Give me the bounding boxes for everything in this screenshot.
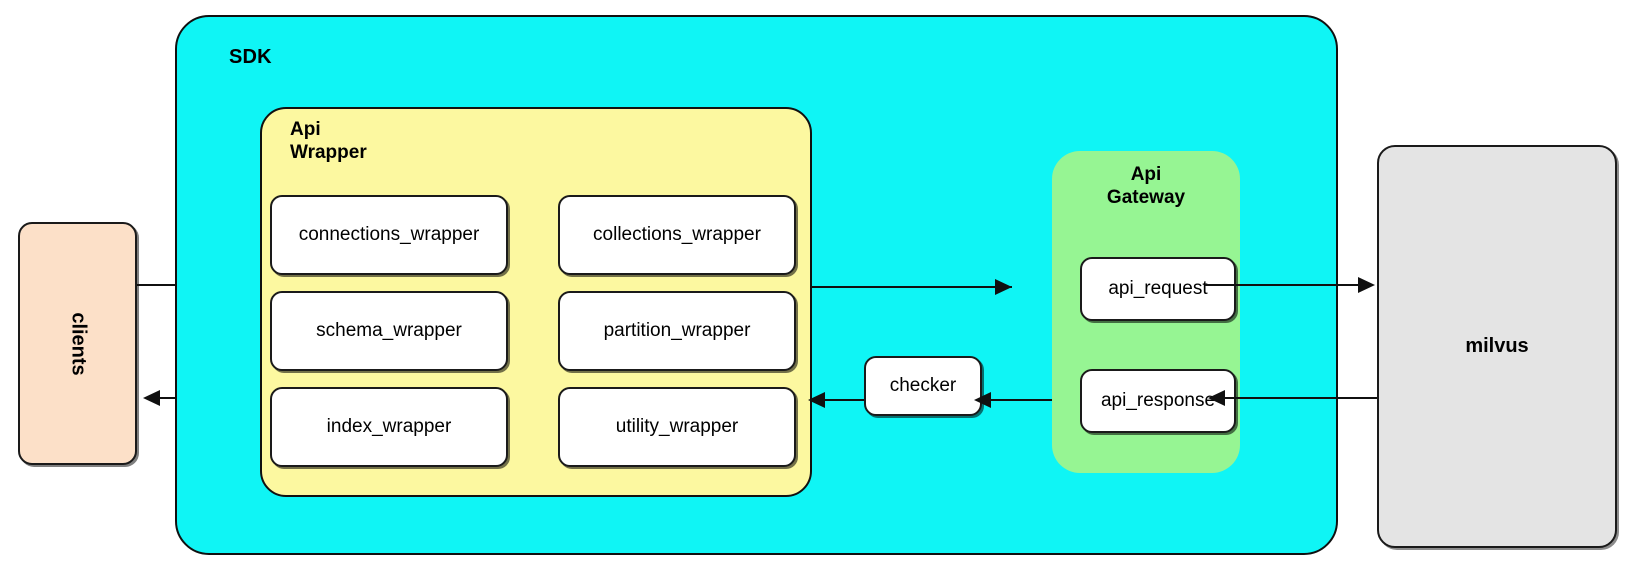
card-collections-wrapper[interactable]: collections_wrapper [558,195,796,275]
arrowhead-api-wrapper-to-api-gateway [995,279,1012,295]
card-schema-wrapper[interactable]: schema_wrapper [270,291,508,371]
arrowhead-checker-to-api-wrapper [808,392,825,408]
connector-api-request-to-milvus [1205,284,1373,286]
arrowhead-milvus-to-api-response [1208,390,1225,406]
card-utility-wrapper[interactable]: utility_wrapper [558,387,796,467]
card-label: partition_wrapper [603,320,751,341]
api-gateway-container: Api Gateway api_request api_response [1052,151,1240,473]
card-label: api_response [1100,390,1216,411]
card-index-wrapper[interactable]: index_wrapper [270,387,508,467]
arrowhead-api-response-to-checker [974,392,991,408]
card-connections-wrapper[interactable]: connections_wrapper [270,195,508,275]
card-label: connections_wrapper [298,224,480,245]
connector-checker-to-api-wrapper [812,399,868,401]
card-partition-wrapper[interactable]: partition_wrapper [558,291,796,371]
checker-node[interactable]: checker [864,356,982,416]
arrowhead-api-wrapper-to-clients [143,390,160,406]
milvus-label: milvus [1465,335,1529,357]
clients-node[interactable]: clients [18,222,137,465]
card-label: api_request [1108,278,1208,299]
sdk-label: SDK [229,46,272,68]
card-label: schema_wrapper [316,320,462,341]
clients-label: clients [67,311,89,376]
arrowhead-api-request-to-milvus [1358,277,1375,293]
card-label: utility_wrapper [615,416,739,437]
connector-api-wrapper-to-api-gateway [812,286,1012,288]
api-gateway-label: Api Gateway [1106,164,1186,209]
connector-milvus-to-api-response [1223,397,1377,399]
milvus-node[interactable]: milvus [1377,145,1617,548]
api-wrapper-container: Api Wrapper connections_wrapper collecti… [260,107,812,497]
card-api-request[interactable]: api_request [1080,257,1236,321]
checker-label: checker [889,375,957,396]
api-wrapper-label: Api Wrapper [290,119,367,164]
card-label: index_wrapper [326,416,452,437]
connector-api-response-to-checker [978,399,1052,401]
card-label: collections_wrapper [593,224,761,245]
sdk-container: SDK Api Wrapper connections_wrapper coll… [175,15,1338,555]
